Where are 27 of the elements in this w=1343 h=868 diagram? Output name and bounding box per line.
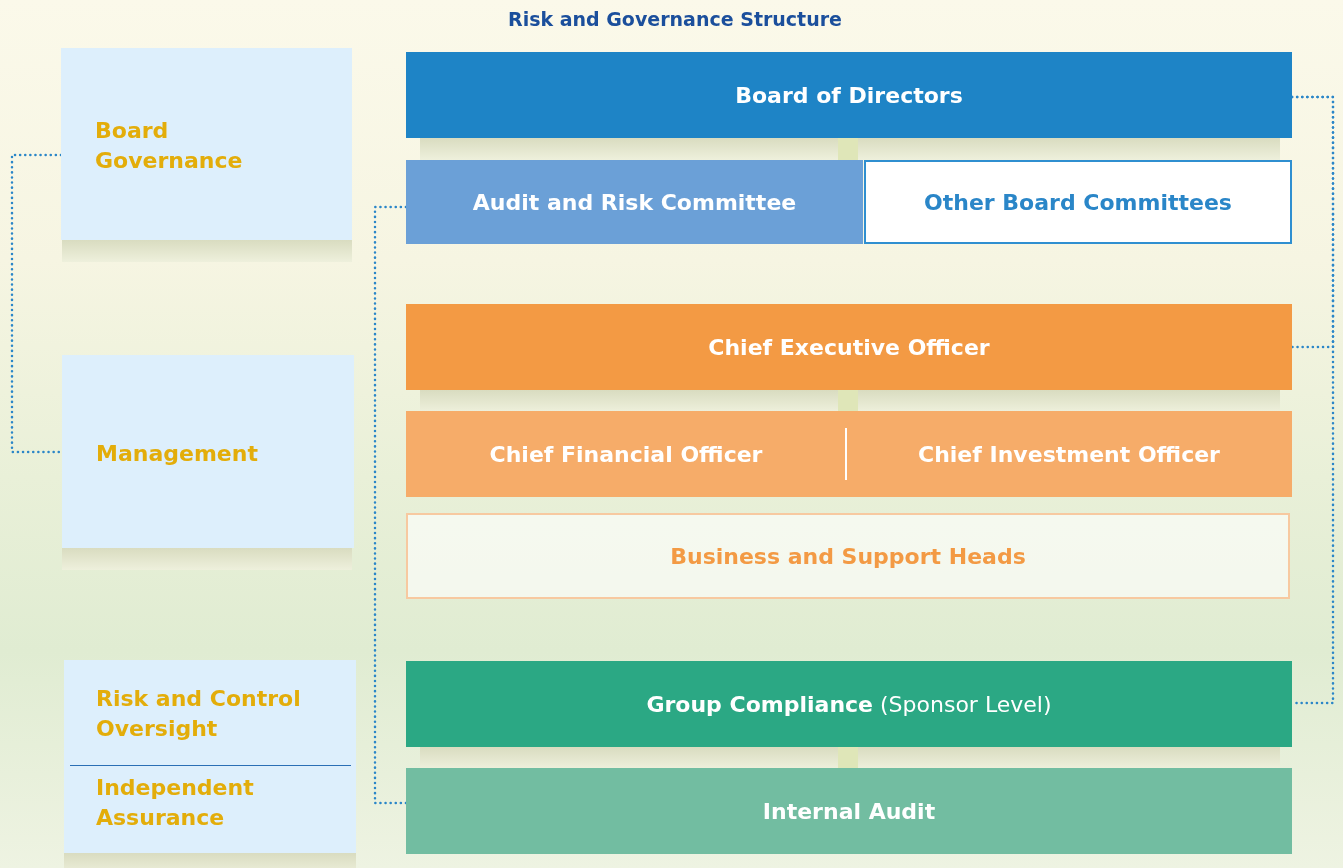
org-box bbox=[406, 160, 863, 244]
panel-label: Board Governance bbox=[95, 117, 244, 175]
org-box bbox=[406, 411, 846, 497]
org-box bbox=[864, 160, 1292, 244]
box-label: Internal Audit bbox=[762, 798, 936, 824]
org-box bbox=[406, 768, 1292, 854]
org-box bbox=[406, 304, 1292, 390]
org-box bbox=[846, 411, 1292, 497]
box-label: Chief Investment Officer bbox=[918, 441, 1220, 467]
org-box bbox=[406, 52, 1292, 138]
box-label: Audit and Risk Committee bbox=[472, 189, 797, 215]
org-box bbox=[406, 513, 1290, 599]
dotted-connector bbox=[373, 205, 408, 805]
side-panel bbox=[64, 660, 356, 853]
box-label: Chief Financial Officer bbox=[489, 441, 763, 467]
side-panel bbox=[62, 355, 354, 548]
diagram-title: Risk and Governance Structure bbox=[507, 8, 843, 30]
box-label: Other Board Committees bbox=[924, 189, 1232, 215]
panel-label: Risk and Control Oversight bbox=[96, 685, 302, 743]
box-label: Chief Executive Officer bbox=[708, 334, 990, 360]
box-label: Group Compliance (Sponsor Level) bbox=[646, 691, 1052, 717]
box-label: Business and Support Heads bbox=[670, 543, 1026, 569]
panel-label: Management bbox=[96, 440, 259, 468]
panel-label: Independent Assurance bbox=[96, 774, 255, 832]
side-panel bbox=[61, 48, 352, 240]
box-label: Board of Directors bbox=[735, 82, 963, 108]
org-box bbox=[406, 661, 1292, 747]
